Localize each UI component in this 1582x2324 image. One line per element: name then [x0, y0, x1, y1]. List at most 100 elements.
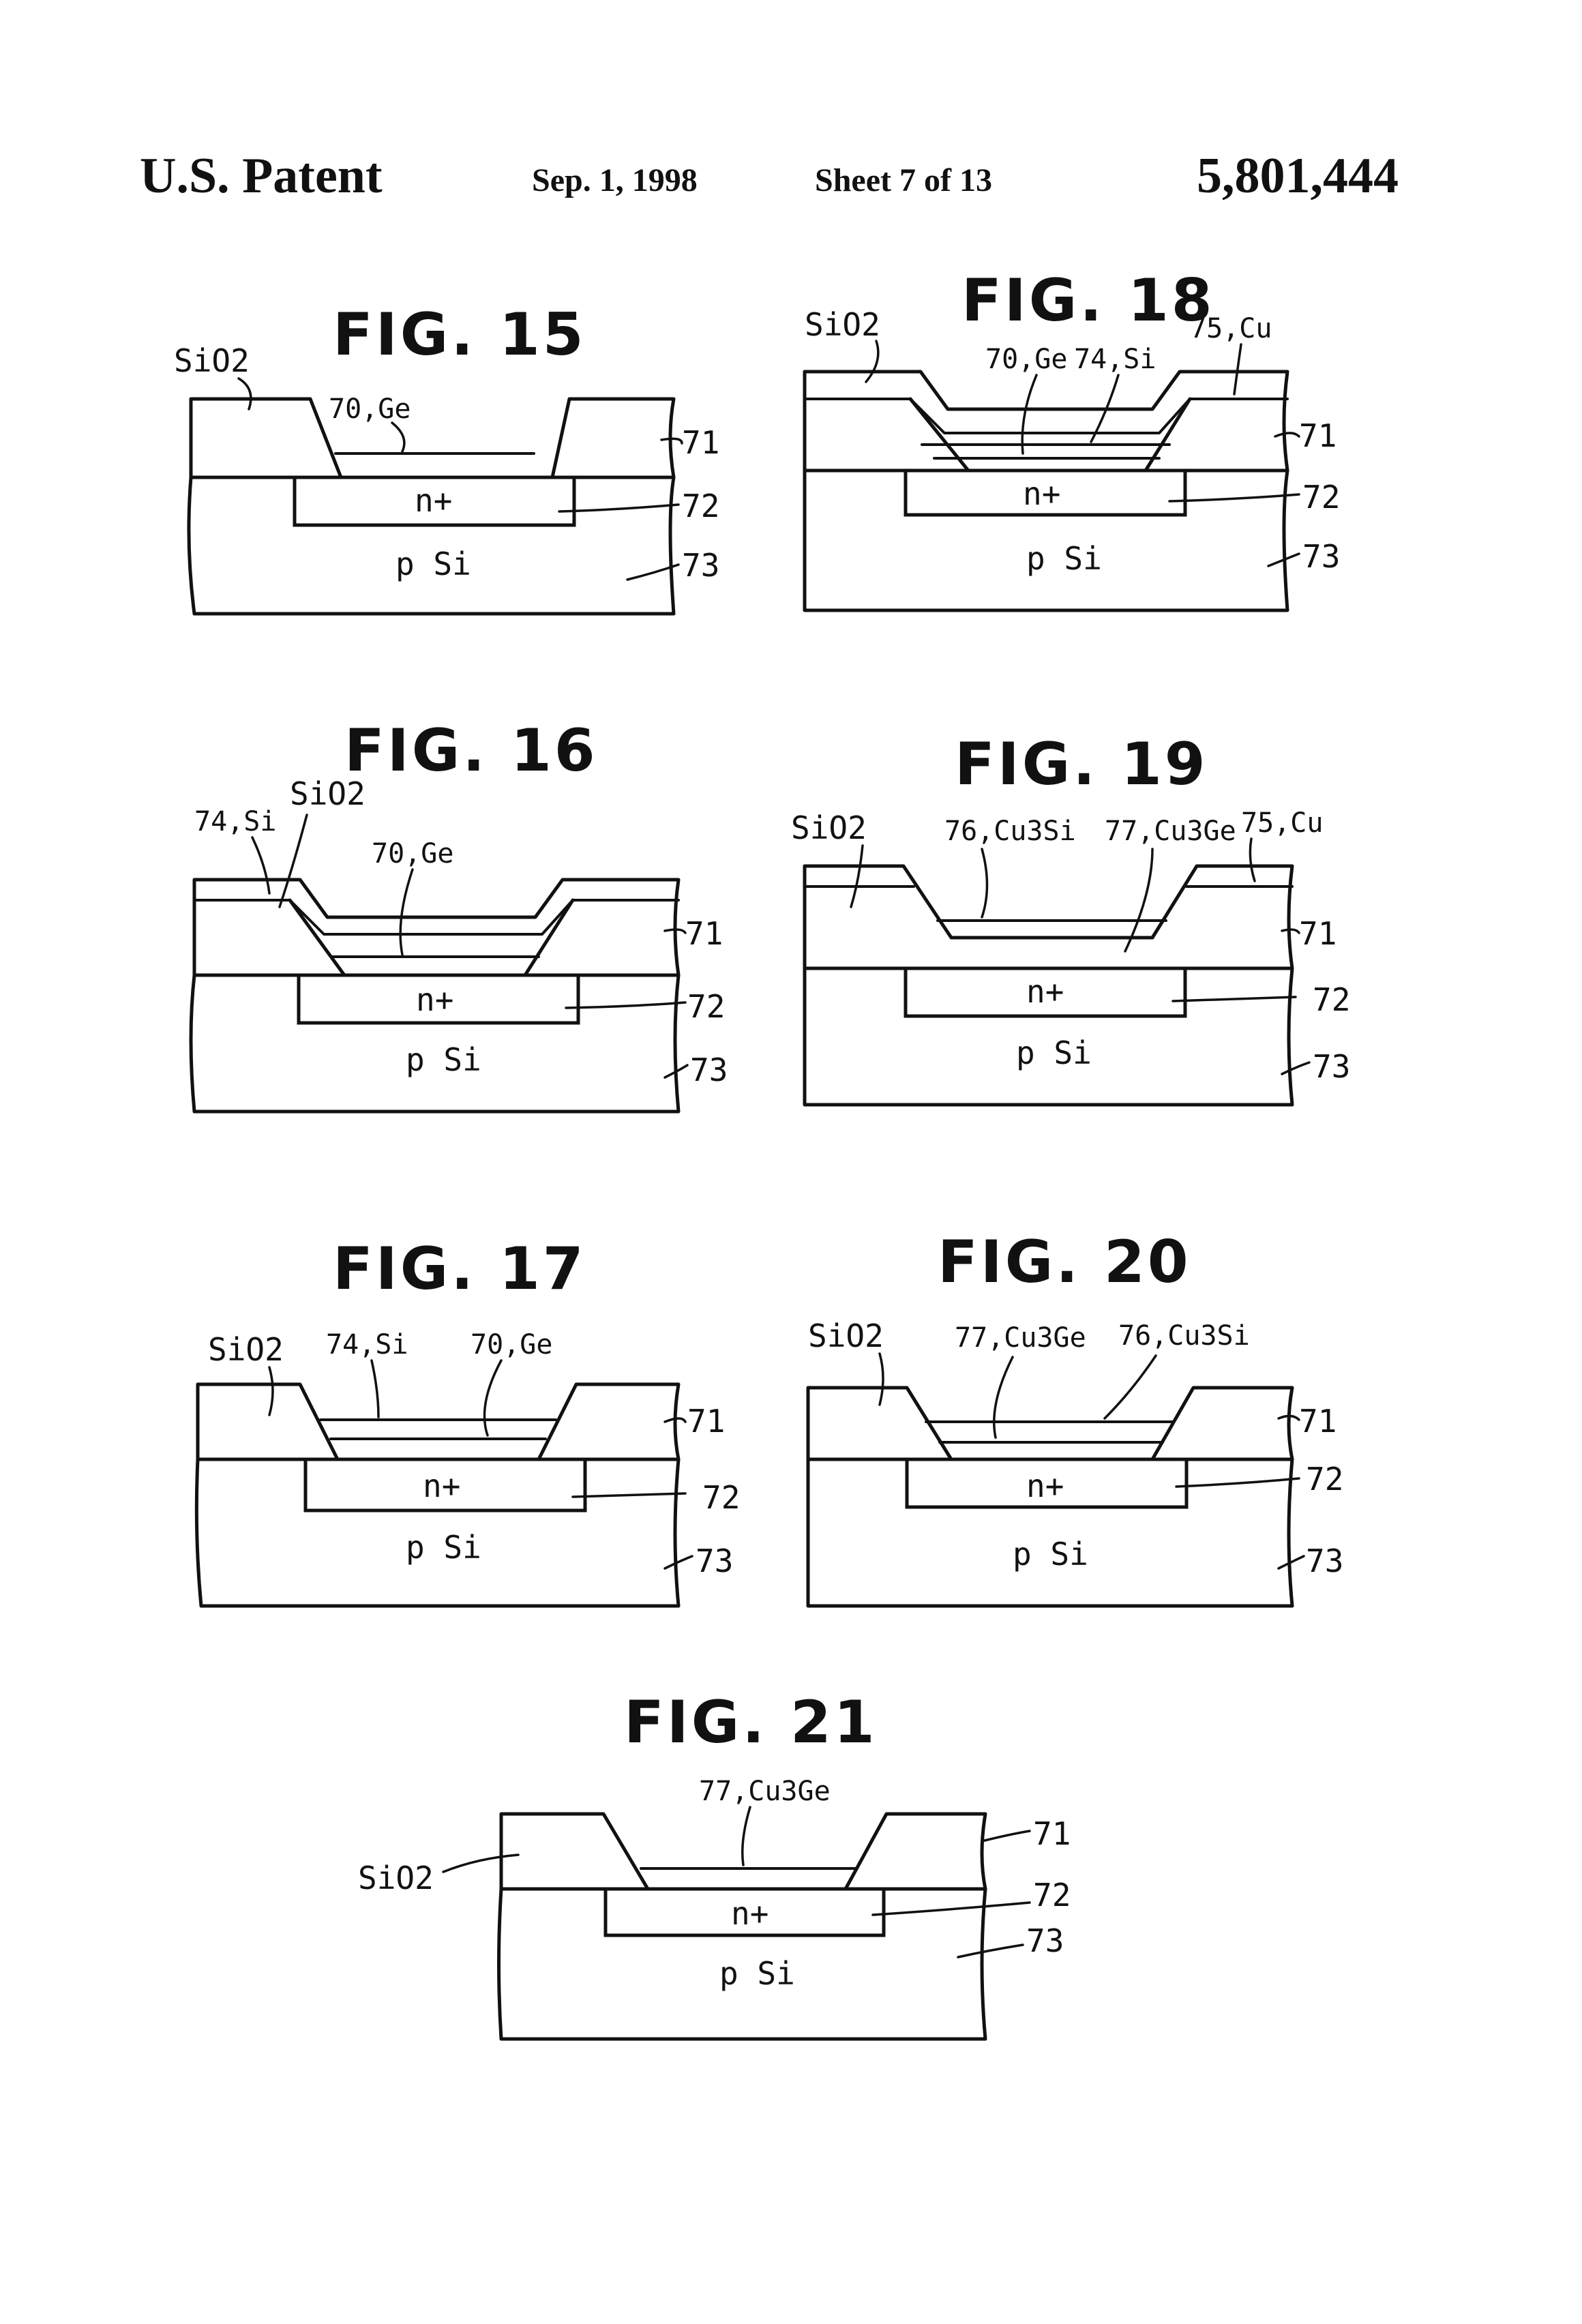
figure-16-71-label: 71: [685, 915, 723, 952]
figure-17-sio2-label: SiO2: [208, 1331, 284, 1368]
figure-17-72-label: 72: [702, 1479, 740, 1516]
figure-19-72-label: 72: [1313, 981, 1350, 1018]
figure-20: FIG. 20 n+ p Si SiO2 77,Cu3Ge 76,Cu3Si 7…: [806, 1228, 1343, 1608]
figure-17-nplus-region: [303, 1457, 587, 1513]
header-patent-label: U.S. Patent: [140, 148, 383, 204]
figure-19-73-leader: [1281, 1061, 1311, 1075]
figure-17-71-leader: [663, 1417, 687, 1423]
figure-16-outline: [189, 878, 681, 1114]
figure-19-psi-label: p Si: [1016, 1034, 1092, 1071]
figure-16-ge-leader: [399, 868, 414, 956]
figure-16-title: FIG. 16: [344, 717, 598, 785]
figure-18-cu-label: 75,Cu: [1190, 313, 1272, 344]
figure-17-71-label: 71: [687, 1403, 725, 1440]
figure-16-sio2-leader: [278, 814, 308, 908]
figure-19-71-label: 71: [1299, 915, 1337, 952]
figure-18-left-wall: [908, 397, 970, 473]
figure-15-sio2-leader: [237, 377, 252, 411]
figure-19-73-label: 73: [1313, 1048, 1350, 1085]
figure-20-72-label: 72: [1306, 1461, 1343, 1498]
figure-17-72-leader: [571, 1492, 687, 1498]
figure-15-nplus-region: [293, 475, 576, 527]
figure-16-72-label: 72: [687, 988, 725, 1025]
figure-21-71-leader: [981, 1830, 1031, 1843]
figure-19-title: FIG. 19: [955, 730, 1208, 799]
figure-18-73-label: 73: [1302, 538, 1340, 575]
header-patent-number: 5,801,444: [1197, 148, 1399, 204]
figure-21: FIG. 21 n+ p Si 77,Cu3Ge SiO2 71 72 73: [358, 1688, 1071, 2041]
figure-21-nplus-region: [603, 1887, 886, 1937]
figure-20-71-leader: [1277, 1414, 1300, 1421]
figure-17-outline: [194, 1382, 681, 1608]
figure-18-73-leader: [1267, 552, 1300, 567]
figure-21-72-leader: [871, 1901, 1031, 1916]
figure-17-psi-label: p Si: [406, 1529, 481, 1566]
figure-17-si-leader: [370, 1359, 380, 1418]
figure-16-73-label: 73: [690, 1052, 728, 1088]
figure-18-right-wall: [1144, 397, 1192, 473]
figure-16-si-layer: [193, 899, 680, 936]
figure-18-psi-label: p Si: [1026, 540, 1102, 577]
figure-19-cu-label: 75,Cu: [1241, 807, 1323, 839]
figure-18-si-leader: [1090, 374, 1120, 443]
figure-18-72-leader: [1168, 493, 1300, 503]
figure-17: FIG. 17 n+ p Si SiO2 74,Si 70,Ge 71 72 7…: [194, 1235, 740, 1608]
figure-18-nplus-region: [904, 468, 1187, 517]
figure-19: FIG. 19 n+ p Si SiO2 76,Cu3Si 77,Cu3Ge 7…: [791, 730, 1350, 1107]
figure-20-73-leader: [1277, 1555, 1305, 1570]
figure-20-psi-label: p Si: [1013, 1536, 1088, 1573]
figure-18-ge-label: 70,Ge: [985, 344, 1067, 375]
figure-19-71-leader: [1281, 928, 1300, 934]
figure-20-sio2-leader: [878, 1352, 884, 1406]
figure-21-title: FIG. 21: [624, 1688, 878, 1757]
figure-18-71-leader: [1274, 432, 1300, 438]
figure-15-72-leader: [558, 503, 680, 513]
figure-19-72-leader: [1171, 996, 1297, 1002]
figure-21-nplus-label: n+: [731, 1895, 768, 1932]
figure-21-psi-label: p Si: [719, 1955, 795, 1992]
figure-17-si-label: 74,Si: [326, 1329, 408, 1360]
figure-17-73-label: 73: [696, 1543, 733, 1579]
figure-18-ge-leader: [1021, 374, 1038, 455]
figure-17-title: FIG. 17: [333, 1235, 586, 1303]
figure-20-cu3si-leader: [1103, 1354, 1157, 1420]
figure-15: FIG. 15 n+ p Si SiO2 70,Ge 71 72 73: [174, 301, 719, 616]
figure-18: FIG. 18 n+ p Si SiO2 70,Ge 74,Si 75,Cu 7…: [803, 267, 1340, 612]
figure-15-73-leader: [626, 563, 680, 581]
figure-16-73-leader: [663, 1064, 689, 1079]
figure-15-71-label: 71: [682, 424, 719, 461]
figure-19-cu3ge-leader: [1124, 848, 1154, 953]
figure-19-nplus-region: [904, 966, 1187, 1018]
figure-18-sio2-leader: [865, 340, 880, 383]
figure-21-outline: [497, 1812, 987, 2041]
figure-15-ge-label: 70,Ge: [329, 393, 411, 425]
figure-18-71-label: 71: [1299, 417, 1337, 454]
figure-18-si-label: 74,Si: [1074, 344, 1156, 375]
figure-16-72-leader: [565, 1001, 687, 1009]
figure-18-72-label: 72: [1302, 479, 1340, 516]
figure-20-title: FIG. 20: [938, 1228, 1191, 1296]
figure-18-nplus-label: n+: [1023, 475, 1060, 512]
figure-15-ge-leader: [391, 421, 406, 453]
figure-15-71-leader: [660, 437, 683, 445]
figure-15-psi-label: p Si: [395, 546, 471, 582]
figure-20-cu3si-label: 76,Cu3Si: [1118, 1320, 1250, 1352]
figure-20-cu3ge-label: 77,Cu3Ge: [955, 1322, 1086, 1354]
figure-19-sio2-label: SiO2: [791, 809, 867, 846]
figure-16-ge-label: 70,Ge: [372, 838, 453, 869]
figure-15-nplus-label: n+: [415, 482, 452, 519]
figure-20-nplus-region: [905, 1457, 1189, 1509]
figure-18-cu-leader: [1233, 343, 1242, 396]
figure-16-right-wall: [523, 898, 575, 977]
figure-20-72-leader: [1175, 1477, 1300, 1488]
figure-18-sio2-label: SiO2: [805, 306, 880, 343]
figure-20-nplus-label: n+: [1026, 1468, 1064, 1504]
figure-18-title: FIG. 18: [961, 267, 1215, 335]
figure-19-cu3si-label: 76,Cu3Si: [944, 816, 1076, 847]
figure-20-71-label: 71: [1299, 1403, 1337, 1440]
figure-17-73-leader: [663, 1555, 693, 1570]
figure-16-nplus-label: n+: [416, 981, 453, 1018]
figure-15-73-label: 73: [682, 547, 719, 584]
figure-16-left-wall: [288, 898, 346, 977]
